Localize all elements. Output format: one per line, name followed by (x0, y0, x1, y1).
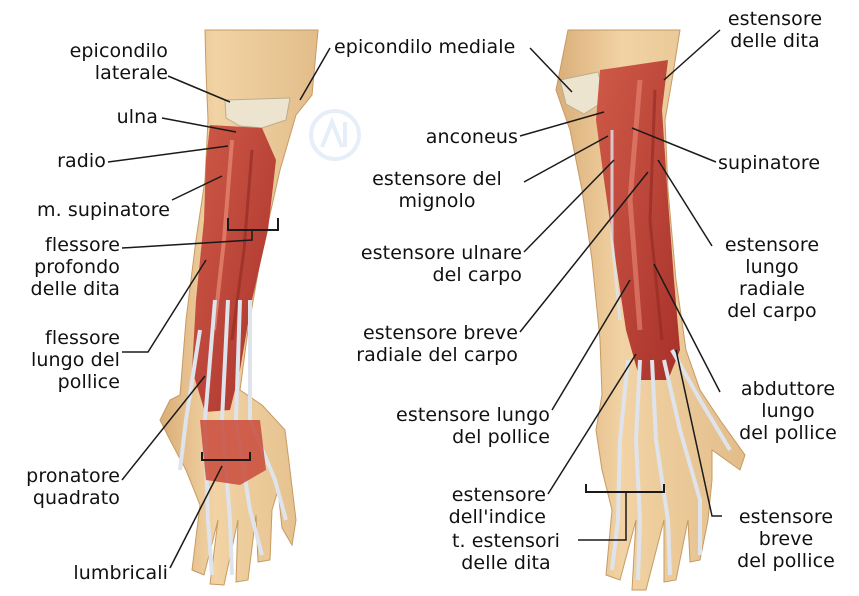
label-estensore-lungo-pollice: estensore lungo del pollice (360, 404, 550, 448)
label-estensore-breve-pollice: estensore breve del pollice (722, 506, 850, 572)
label-epicondilo-laterale: epicondilo laterale (38, 40, 168, 84)
left-arm-anterior (160, 30, 318, 585)
label-estensore-breve-radiale-carpo: estensore breve radiale del carpo (326, 322, 518, 366)
label-anconeus: anconeus (396, 126, 518, 148)
label-estensore-delle-dita: estensore delle dita (714, 8, 836, 52)
watermark-logo (311, 111, 359, 159)
label-t-estensori-dita: t. estensori delle dita (438, 530, 574, 574)
label-flessore-profondo: flessore profondo delle dita (14, 234, 120, 300)
label-abduttore-lungo-pollice: abduttore lungo del pollice (722, 378, 854, 444)
left-forearm-muscles (192, 125, 276, 412)
label-estensore-mignolo: estensore del mignolo (352, 168, 522, 212)
label-lombricali: lumbricali (50, 562, 168, 584)
label-estensore-lungo-radiale-carpo: estensore lungo radiale del carpo (710, 234, 834, 322)
label-radio: radio (30, 150, 106, 172)
label-supinatore: supinatore (718, 152, 820, 174)
label-m-supinatore: m. supinatore (14, 199, 170, 221)
label-epicondilo-mediale: epicondilo mediale (334, 36, 515, 58)
left-palm-muscle (200, 420, 266, 485)
label-flessore-lungo-pollice: flessore lungo del pollice (14, 327, 120, 393)
label-estensore-indice: estensore dell'indice (420, 484, 546, 528)
label-pronatore-quadrato: pronatore quadrato (6, 465, 120, 509)
label-ulna: ulna (70, 106, 158, 128)
label-estensore-ulnare-carpo: estensore ulnare del carpo (330, 242, 522, 286)
